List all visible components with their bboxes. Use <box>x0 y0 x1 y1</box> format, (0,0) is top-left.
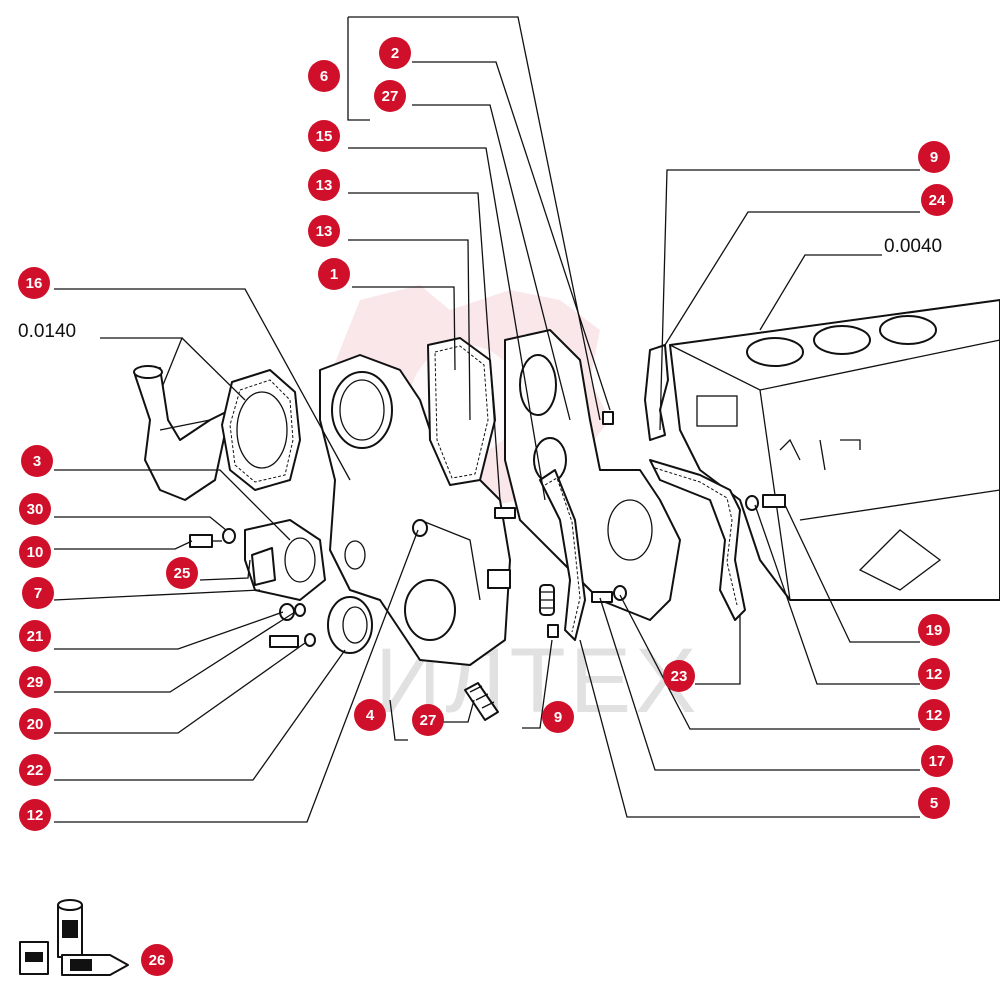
bolt <box>745 494 786 511</box>
callout-1[interactable]: 1 <box>318 258 350 290</box>
bolt <box>412 507 516 537</box>
callout-5[interactable]: 5 <box>918 787 950 819</box>
lubricant-tube-icon <box>61 954 129 976</box>
callout-label: 20 <box>27 716 44 733</box>
callout-label: 9 <box>554 709 562 726</box>
callout-19[interactable]: 19 <box>918 614 950 646</box>
callout-label: 24 <box>929 192 946 209</box>
inner-timing-case <box>504 329 681 621</box>
callout-label: 12 <box>926 666 943 683</box>
lubricant-tin-icon <box>19 941 49 975</box>
leader-lines <box>53 16 920 823</box>
bolt <box>591 585 627 603</box>
callout-label: 27 <box>382 88 399 105</box>
callout-label: 12 <box>27 807 44 824</box>
callout-label: 3 <box>33 453 41 470</box>
tensioner-spring <box>464 682 499 721</box>
callout-24[interactable]: 24 <box>921 184 953 216</box>
callout-9[interactable]: 9 <box>918 141 950 173</box>
assembly-reference-right: 0.0040 <box>884 236 942 257</box>
callout-7[interactable]: 7 <box>22 577 54 609</box>
callout-label: 9 <box>930 149 938 166</box>
callout-4[interactable]: 4 <box>354 699 386 731</box>
callout-label: 22 <box>27 762 44 779</box>
callout-13[interactable]: 13 <box>308 215 340 247</box>
callout-30[interactable]: 30 <box>19 493 51 525</box>
bolt <box>269 633 316 648</box>
callout-15[interactable]: 15 <box>308 120 340 152</box>
callout-6[interactable]: 6 <box>308 60 340 92</box>
callout-13[interactable]: 13 <box>308 169 340 201</box>
callout-12[interactable]: 12 <box>918 699 950 731</box>
callout-label: 21 <box>27 628 44 645</box>
callout-26[interactable]: 26 <box>141 944 173 976</box>
callout-22[interactable]: 22 <box>19 754 51 786</box>
engine-block <box>669 299 1000 601</box>
assembly-reference-left: 0.0140 <box>18 321 76 342</box>
callout-label: 13 <box>316 177 333 194</box>
callout-label: 12 <box>926 707 943 724</box>
callout-29[interactable]: 29 <box>19 666 51 698</box>
callout-label: 1 <box>330 266 338 283</box>
lubricant-icons <box>19 899 129 976</box>
callout-label: 2 <box>391 45 399 62</box>
callout-3[interactable]: 3 <box>21 445 53 477</box>
nut <box>279 603 306 621</box>
oil-seal <box>327 596 373 654</box>
callout-9[interactable]: 9 <box>542 701 574 733</box>
timing-chain <box>539 469 586 641</box>
callout-label: 17 <box>929 753 946 770</box>
spring <box>539 584 555 616</box>
callout-label: 6 <box>320 68 328 85</box>
mounting-bracket <box>244 519 326 601</box>
callout-20[interactable]: 20 <box>19 708 51 740</box>
bolt <box>189 534 222 548</box>
callout-label: 13 <box>316 223 333 240</box>
callout-label: 16 <box>26 275 43 292</box>
callout-27[interactable]: 27 <box>374 80 406 112</box>
callout-label: 15 <box>316 128 333 145</box>
callout-label: 23 <box>671 668 688 685</box>
pump-gasket <box>221 369 301 491</box>
callout-label: 26 <box>149 952 166 969</box>
dowel-pin <box>602 411 614 425</box>
callout-16[interactable]: 16 <box>18 267 50 299</box>
dowel-pin <box>547 624 559 638</box>
callout-12[interactable]: 12 <box>918 658 950 690</box>
callout-2[interactable]: 2 <box>379 37 411 69</box>
callout-label: 30 <box>27 501 44 518</box>
water-pump-housing <box>133 365 231 501</box>
callout-23[interactable]: 23 <box>663 660 695 692</box>
callout-label: 4 <box>366 707 375 724</box>
lubricant-can-icon <box>57 899 83 958</box>
callout-label: 5 <box>930 795 938 812</box>
washer <box>222 528 236 544</box>
timing-cover <box>319 354 511 666</box>
callout-17[interactable]: 17 <box>921 745 953 777</box>
callout-21[interactable]: 21 <box>19 620 51 652</box>
callout-label: 25 <box>174 565 191 582</box>
callout-27[interactable]: 27 <box>412 704 444 736</box>
callout-10[interactable]: 10 <box>19 536 51 568</box>
callout-label: 19 <box>926 622 943 639</box>
small-gasket <box>644 344 669 441</box>
callout-label: 27 <box>420 712 437 729</box>
callout-12[interactable]: 12 <box>19 799 51 831</box>
timing-gasket <box>427 337 496 486</box>
callout-label: 29 <box>27 674 44 691</box>
callout-label: 10 <box>27 544 44 561</box>
callout-label: 7 <box>34 585 42 602</box>
callout-25[interactable]: 25 <box>166 557 198 589</box>
